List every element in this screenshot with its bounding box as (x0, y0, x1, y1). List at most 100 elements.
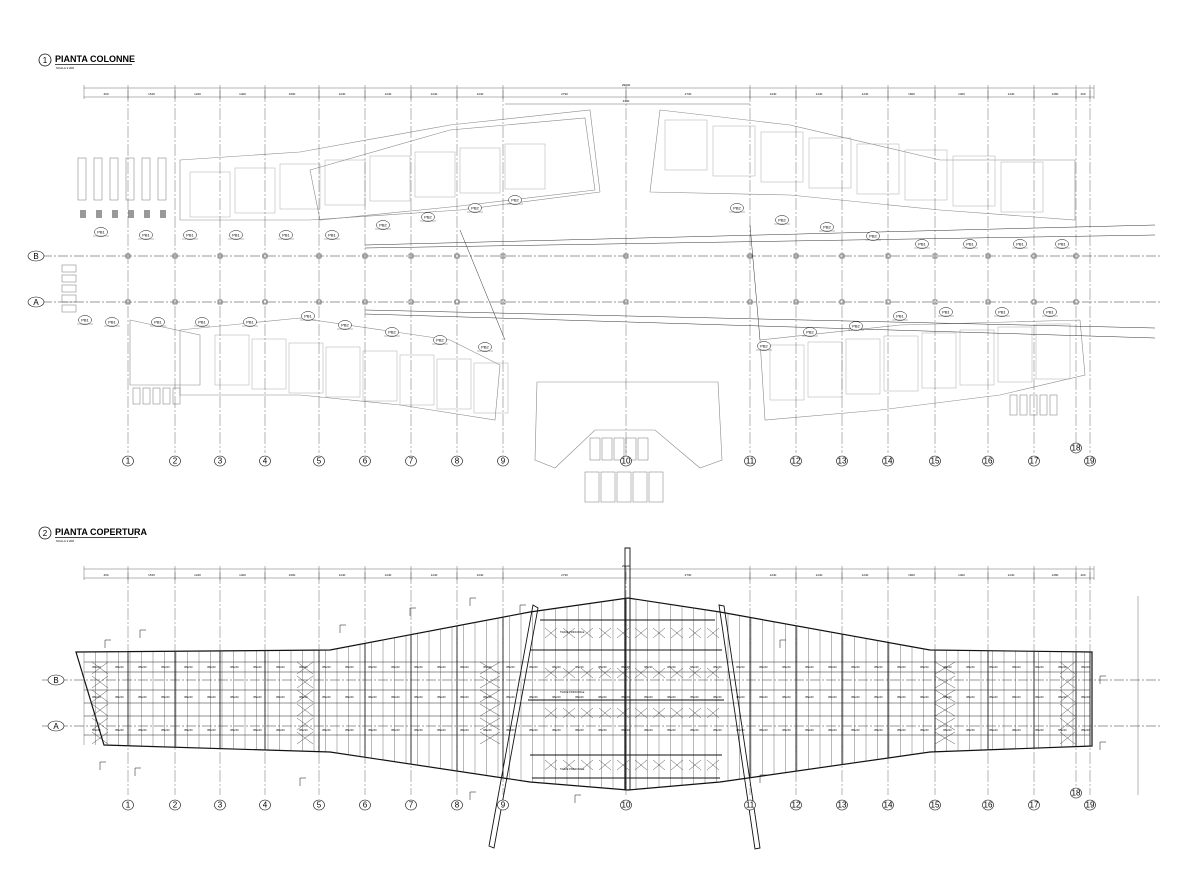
roof-perimeter (75, 597, 1093, 791)
grid-column-label: 12 (792, 457, 801, 466)
plan2-dimension-chain (84, 568, 1139, 795)
plan2-column-bubble (1084, 799, 1096, 811)
truss-bracing (634, 759, 648, 771)
parking-bay (1049, 394, 1058, 416)
column-tag-bubble (325, 230, 339, 240)
truss-bracing (562, 707, 576, 719)
grid-column-label: 13 (838, 457, 847, 466)
plan2-column-bubble (313, 799, 325, 811)
plan2-column-bubble (982, 799, 994, 811)
roof-beam-label: IPE240 (506, 695, 515, 699)
column-tag-bubble (338, 320, 352, 330)
plan1-building-outline (129, 109, 1086, 469)
plan1-bay-dim: 400 (103, 92, 108, 96)
truss-bracing (634, 707, 648, 719)
roof-beam-label: IPE240 (874, 665, 883, 669)
roof-beam-label: IPE240 (989, 695, 998, 699)
truss-bracing (616, 707, 630, 719)
grid-column-bubble (497, 455, 509, 467)
roof-beam-label: IPE240 (713, 665, 722, 669)
truss-bracing (706, 759, 720, 771)
column-tag-bubble (757, 341, 771, 351)
roof-beam-label: IPE240 (851, 728, 860, 732)
roof-beam-label: IPE240 (966, 665, 975, 669)
plan1-bay-dim: 1515 (148, 92, 155, 96)
column-tag: PB1 (896, 313, 904, 318)
roof-beam-label: IPE240 (115, 695, 124, 699)
grid-column-bubble (122, 455, 134, 467)
grid-column-label: 19 (1086, 457, 1095, 466)
plan2-column-bubble (836, 799, 848, 811)
column-marker-A (217, 299, 223, 305)
parking-bay (632, 471, 648, 503)
column-tag: PB2 (511, 197, 519, 202)
column-tag-bubble (195, 317, 209, 327)
column-tag: PB2 (806, 329, 814, 334)
column-tag-bubble (508, 195, 522, 205)
truss-bracing (634, 667, 648, 679)
roof-beam-label: IPE240 (943, 695, 952, 699)
truss-bracing (544, 759, 558, 771)
roof-beam-label: IPE240 (828, 728, 837, 732)
room (214, 334, 250, 386)
plan2-column-bubble (790, 799, 802, 811)
plan2-column-label: 8 (455, 801, 460, 810)
column-tag: PB2 (436, 337, 444, 342)
column-tag-bubble (385, 327, 399, 337)
plan1-bay-dim: 1400 (958, 92, 965, 96)
parking-bay (125, 157, 135, 201)
parking-bay (601, 437, 613, 461)
roof-beam-label: IPE240 (322, 728, 331, 732)
column-marker-A (623, 299, 629, 305)
parking-bay (616, 471, 632, 503)
column-marker-B (1031, 253, 1037, 259)
plan1-bay-dim: 1400 (239, 92, 246, 96)
room (234, 167, 276, 214)
roof-beam-label: IPE240 (828, 695, 837, 699)
plan1-number-circle (38, 53, 52, 67)
roof-beam-label: IPE240 (713, 728, 722, 732)
roof-beam-label: IPE240 (736, 728, 745, 732)
column-tag: PB1 (142, 232, 150, 237)
roof-beam-label: IPE240 (575, 695, 584, 699)
column-tag-bubble (78, 315, 92, 325)
roof-beam-label: IPE240 (874, 695, 883, 699)
plan2-bay-dim: 1240 (194, 573, 201, 577)
roof-bracing (91, 661, 109, 675)
column-tag-bubble (866, 231, 880, 241)
roof-beam-label: IPE240 (276, 665, 285, 669)
grid-column-bubble (882, 455, 894, 467)
roof-bracing (479, 731, 501, 745)
plan2-row-B-label: B (53, 676, 58, 685)
column-marker-B (932, 253, 938, 259)
column-marker-A (125, 299, 131, 305)
roof-beam-label: IPE240 (874, 728, 883, 732)
roof-beam-label: IPE240 (161, 665, 170, 669)
plan2-column-label: 1 (126, 801, 131, 810)
room (1000, 161, 1044, 213)
column-tag-bubble (139, 230, 153, 240)
roof-beam-label: IPE240 (207, 728, 216, 732)
grid-column-label: 9 (501, 457, 506, 466)
plan2-bay-dim: 1400 (958, 573, 965, 577)
truss-bracing (598, 627, 612, 639)
column-tag: PB1 (81, 317, 89, 322)
roof-beam-label: IPE240 (690, 665, 699, 669)
parking-bay (61, 274, 77, 283)
grid-column-label: 18 (1072, 444, 1081, 453)
room (504, 143, 546, 190)
parking-bay (648, 471, 664, 503)
roof-beam-label: IPE240 (414, 695, 423, 699)
column-marker-B (623, 253, 629, 259)
grid-row-A-bubble: A (27, 296, 45, 308)
roof-beam-label: IPE240 (644, 728, 653, 732)
column-tag-bubble (1043, 307, 1057, 317)
column-tag: PB2 (823, 224, 831, 229)
truss-bracing (634, 627, 648, 639)
plan2-column-bubble (1070, 787, 1082, 799)
plan2-column-label: 19 (1086, 801, 1095, 810)
roof-masts (488, 547, 761, 850)
plan1-bay-dim: 1240 (339, 92, 346, 96)
roof-beam-label: IPE240 (621, 728, 630, 732)
